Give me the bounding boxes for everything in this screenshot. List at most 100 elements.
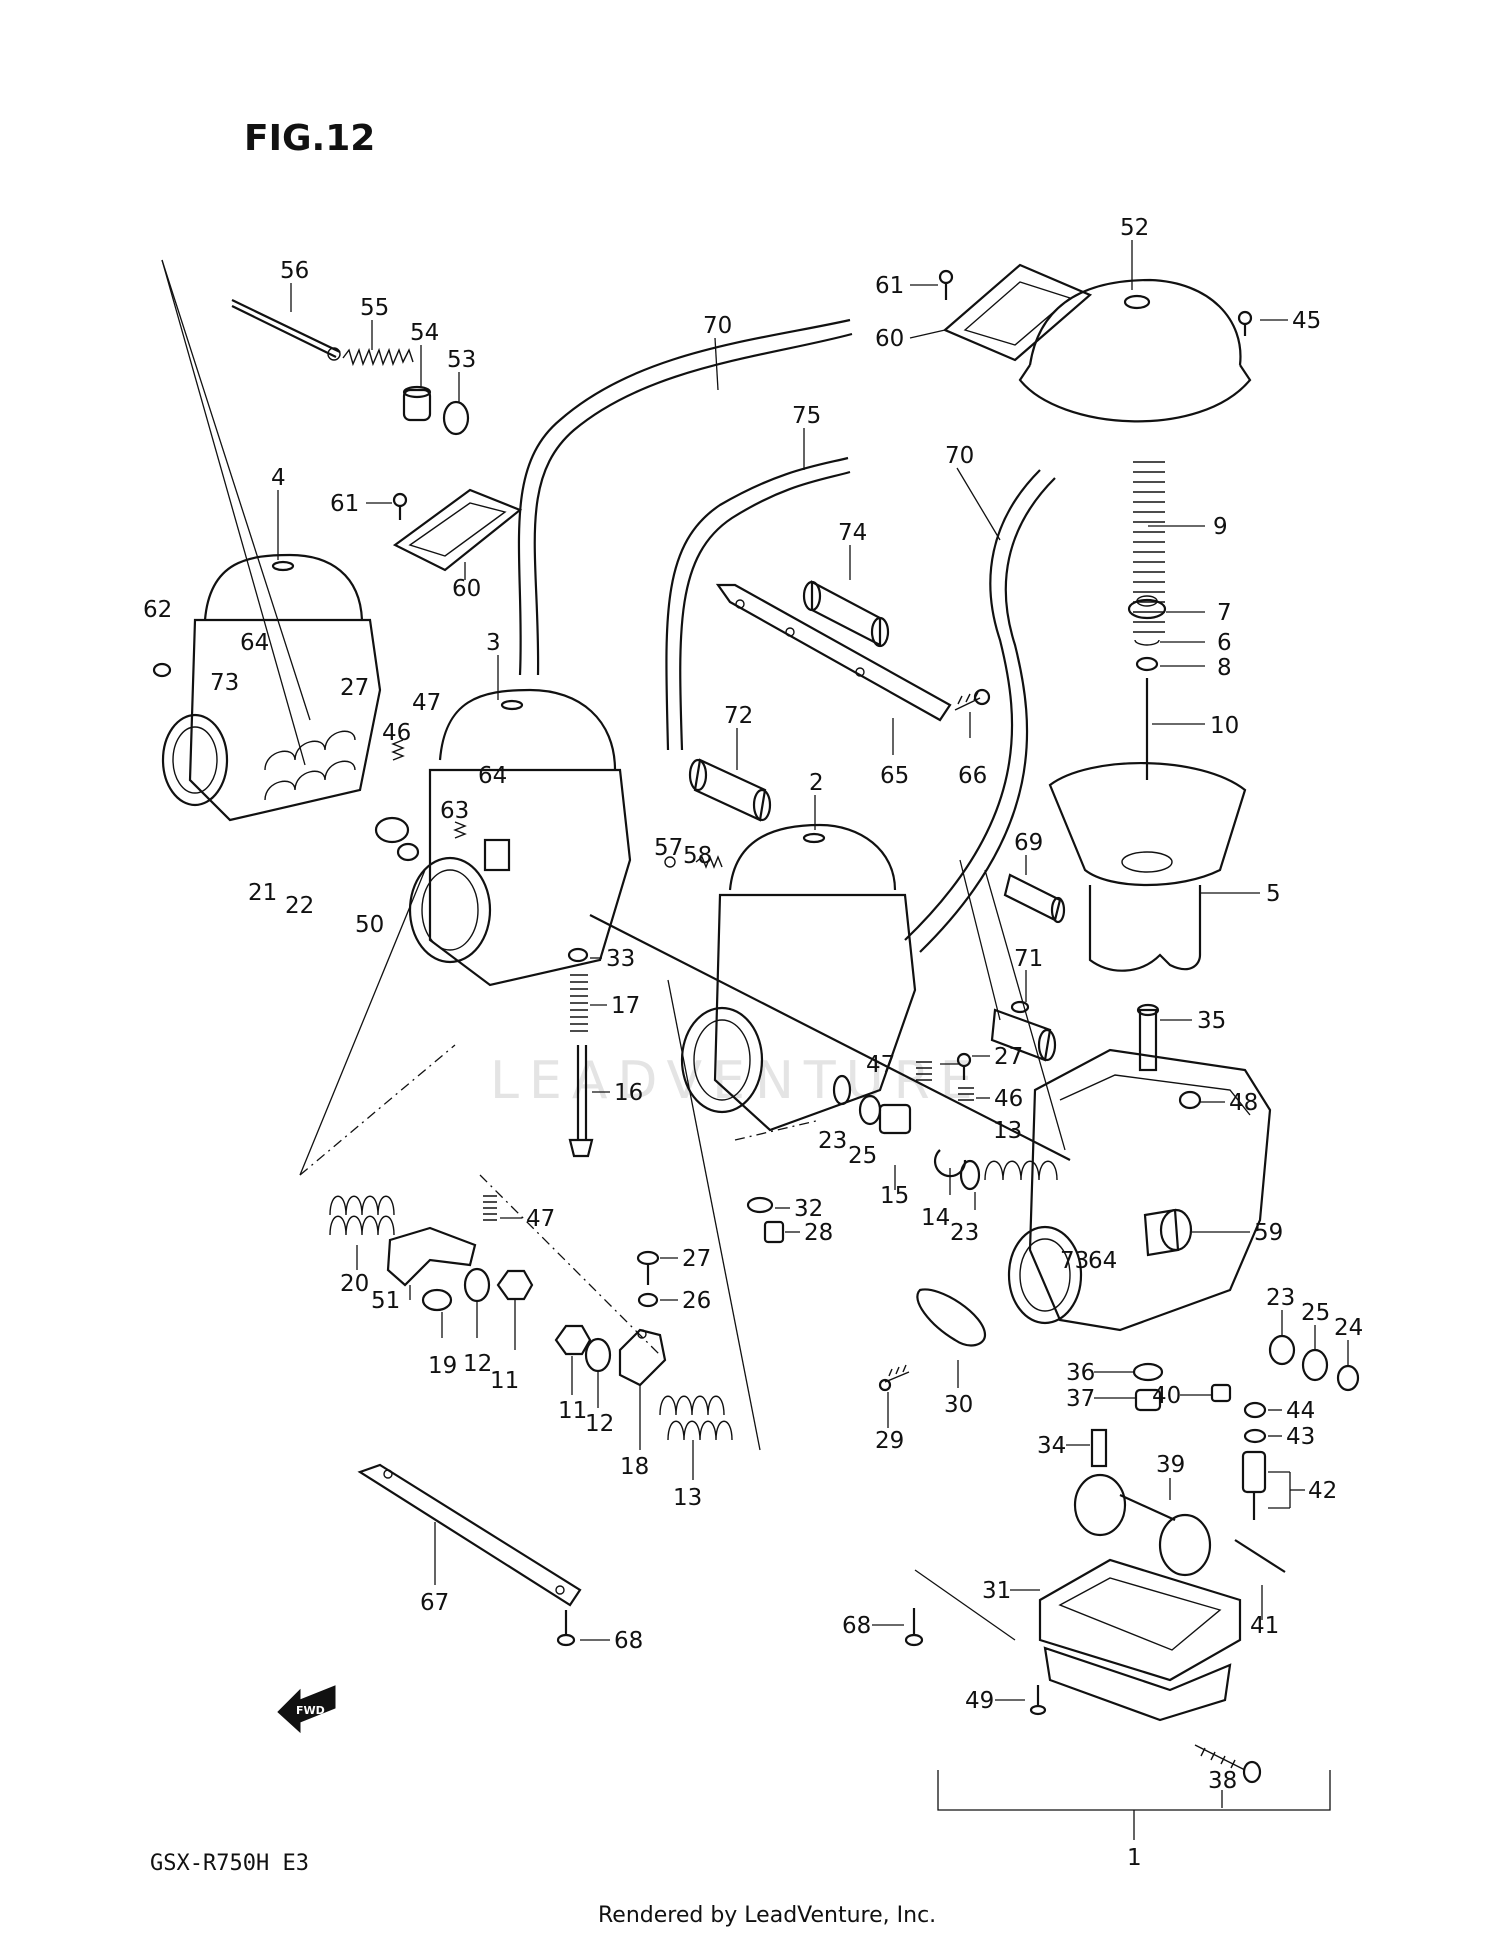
part-45-screw [1237, 310, 1253, 336]
callout-35: 35 [1197, 1008, 1226, 1034]
part-11-nut-b [554, 1324, 592, 1356]
part-47-spring-center [483, 1195, 497, 1221]
callout-27: 27 [994, 1044, 1023, 1070]
callout-60: 60 [452, 576, 481, 602]
callout-38: 38 [1208, 1768, 1237, 1794]
part-37-jet [1134, 1388, 1162, 1412]
part-51-lever [386, 1226, 477, 1287]
callout-65: 65 [880, 763, 909, 789]
callout-23: 23 [950, 1220, 979, 1246]
assembly-bracket-1 [937, 1770, 1331, 1840]
callout-68: 68 [614, 1628, 643, 1654]
part-38-drain-screw [1194, 1744, 1262, 1784]
part-71-fitting [990, 1000, 1057, 1062]
callout-66: 66 [958, 763, 987, 789]
callout-56: 56 [280, 258, 309, 284]
callout-59: 59 [1254, 1220, 1283, 1246]
part-59-fitting [1143, 1208, 1193, 1257]
part-17-spring [570, 974, 588, 1032]
leader-lines [277, 240, 1349, 1808]
part-61-screw-left [392, 492, 408, 520]
part-39-float [1073, 1473, 1212, 1577]
part-9-spring [1133, 461, 1165, 633]
callout-16: 16 [614, 1080, 643, 1106]
fwd-label: FWD [296, 1704, 325, 1717]
callout-48: 48 [1229, 1090, 1258, 1116]
part-46-spring-right [958, 1087, 974, 1101]
part-5-piston-diaphragm [1048, 762, 1247, 972]
callout-39: 39 [1156, 1452, 1185, 1478]
callout-36: 36 [1066, 1360, 1095, 1386]
part-3-carburetor [408, 688, 632, 987]
part-1-carburetor-right [1007, 1048, 1272, 1332]
part-74-sleeve [802, 580, 890, 648]
part-66-screw [954, 688, 991, 711]
callout-62: 62 [143, 597, 172, 623]
callout-17: 17 [611, 993, 640, 1019]
callout-52: 52 [1120, 215, 1149, 241]
callout-6: 6 [1217, 630, 1232, 656]
part-68-screw-right [904, 1608, 924, 1647]
callout-60: 60 [875, 326, 904, 352]
callout-58: 58 [683, 843, 712, 869]
callout-29: 29 [875, 1428, 904, 1454]
callout-26: 26 [682, 1288, 711, 1314]
part-16-screw [568, 1045, 594, 1158]
part-28-screw [763, 1220, 785, 1244]
part-42-valve [1241, 1450, 1267, 1520]
callout-10: 10 [1210, 713, 1239, 739]
callout-44: 44 [1286, 1398, 1315, 1424]
callout-28: 28 [804, 1220, 833, 1246]
part-61-screw-top [938, 269, 954, 300]
callout-55: 55 [360, 295, 389, 321]
callout-54: 54 [410, 320, 439, 346]
part-18-lever [618, 1328, 667, 1387]
part-23-collar-b [959, 1159, 981, 1191]
part-7-seat [1127, 595, 1167, 620]
callout-61: 61 [875, 273, 904, 299]
part-29-screw [878, 1364, 910, 1392]
callout-8: 8 [1217, 655, 1232, 681]
callout-46: 46 [994, 1086, 1023, 1112]
part-72-fitting [688, 758, 772, 822]
callout-43: 43 [1286, 1424, 1315, 1450]
callout-41: 41 [1250, 1613, 1279, 1639]
part-47-spring-right [916, 1061, 932, 1081]
part-35-main-jet-holder [1136, 1003, 1160, 1072]
part-23-collar-a [832, 1074, 852, 1106]
callout-13: 13 [993, 1118, 1022, 1144]
part-33-washer [567, 947, 589, 963]
part-64-lever [483, 838, 511, 872]
callout-3: 3 [486, 630, 501, 656]
model-code: GSX-R750H E3 [150, 1851, 309, 1876]
callout-7: 7 [1217, 600, 1232, 626]
callout-34: 34 [1037, 1433, 1066, 1459]
part-63-screw [453, 821, 467, 839]
callout-4: 4 [271, 465, 286, 491]
callout-47: 47 [412, 690, 441, 716]
callout-42: 42 [1308, 1478, 1337, 1504]
callout-5: 5 [1266, 881, 1281, 907]
callout-12: 12 [585, 1411, 614, 1437]
callout-75: 75 [792, 403, 821, 429]
callout-51: 51 [371, 1288, 400, 1314]
callout-37: 37 [1066, 1386, 1095, 1412]
callout-74: 74 [838, 520, 867, 546]
watermark: LEADVENTURE [490, 1051, 983, 1111]
callout-22: 22 [285, 893, 314, 919]
part-2-carburetor-center [680, 823, 917, 1132]
callout-25: 25 [848, 1143, 877, 1169]
render-credit: Rendered by LeadVenture, Inc. [598, 1903, 936, 1928]
callout-labels: 56 55 54 53 70 75 70 74 61 60 52 45 4 61… [143, 215, 1363, 1871]
part-12-washer-a [463, 1267, 491, 1303]
callout-46: 46 [382, 720, 411, 746]
part-62-washer [152, 662, 172, 678]
callout-53: 53 [447, 347, 476, 373]
part-19-clip [421, 1288, 453, 1312]
part-65-bracket [715, 583, 952, 722]
part-43-oring [1243, 1428, 1267, 1444]
callout-1: 1 [1127, 1845, 1142, 1871]
callout-20: 20 [340, 1271, 369, 1297]
callout-14: 14 [921, 1205, 950, 1231]
